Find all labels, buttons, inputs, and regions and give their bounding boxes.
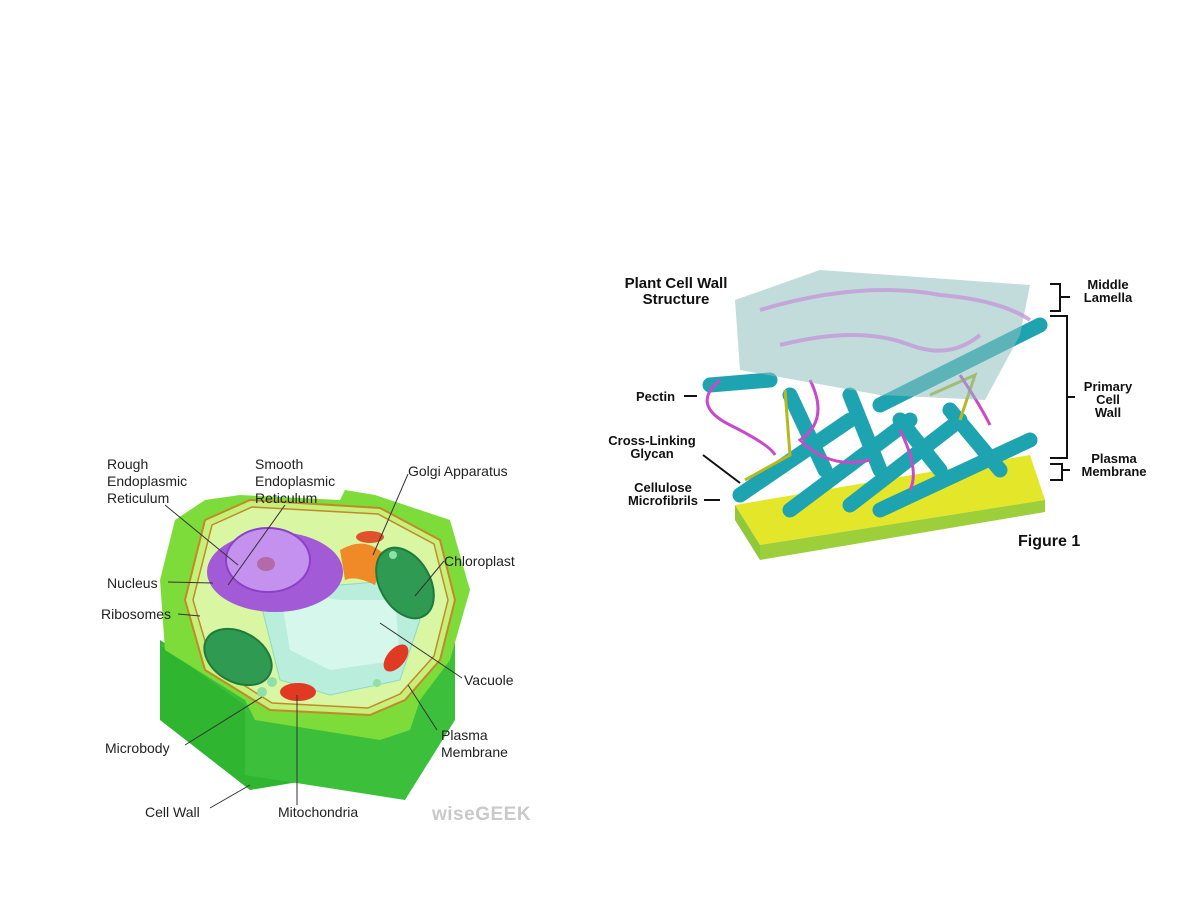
label-cellulose-microfibrils: Cellulose Microfibrils — [627, 480, 699, 508]
label-mitochondria: Mitochondria — [278, 804, 359, 820]
label-plasma-membrane-wall: Plasma Membrane — [1081, 451, 1147, 479]
label-primary-cell-wall: Primary Cell Wall — [1083, 379, 1133, 420]
label-pectin: Pectin — [636, 389, 676, 404]
diagram-title: Plant Cell Wall Structure — [624, 275, 728, 308]
label-cell-wall: Cell Wall — [145, 804, 200, 820]
label-middle-lamella: Middle Lamella — [1083, 277, 1133, 305]
label-plasma-membrane: Plasma Membrane — [441, 727, 508, 760]
label-golgi-apparatus: Golgi Apparatus — [408, 463, 508, 479]
label-rough-er: Rough Endoplasmic Reticulum — [107, 456, 188, 506]
label-microbody: Microbody — [105, 740, 170, 756]
label-smooth-er: Smooth Endoplasmic Reticulum — [255, 456, 336, 506]
figure-label: Figure 1 — [1018, 533, 1081, 550]
label-chloroplast: Chloroplast — [444, 553, 515, 569]
label-vacuole: Vacuole — [464, 672, 514, 688]
label-cross-linking-glycan: Cross-Linking Glycan — [608, 433, 696, 461]
label-nucleus: Nucleus — [107, 575, 158, 591]
watermark-logo: wiseGEEK — [432, 804, 532, 825]
label-ribosomes: Ribosomes — [101, 606, 172, 622]
